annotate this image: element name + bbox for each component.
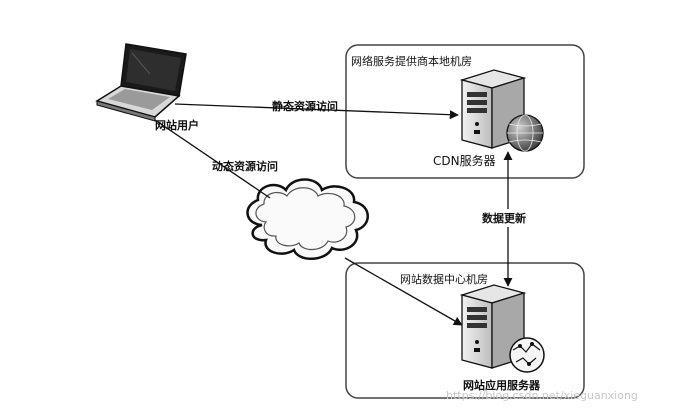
cdn-room-box — [345, 44, 585, 179]
dynamic-access-label: 动态资源访问 — [212, 160, 278, 173]
static-access-label: 静态资源访问 — [272, 100, 338, 113]
dynamic-access-arrow — [344, 257, 463, 326]
user-label: 网站用户 — [155, 119, 199, 132]
datacenter-room-box — [345, 262, 585, 399]
app-server-label: 网站应用服务器 — [463, 379, 540, 392]
dynamic-access-line-1 — [154, 119, 271, 199]
laptop-icon — [95, 43, 187, 122]
cdn-room-label: 网络服务提供商本地机房 — [351, 55, 472, 68]
cdn-server-label: CDN服务器 — [433, 154, 496, 168]
globe-icon — [506, 114, 544, 152]
datacenter-room-label: 网站数据中心机房 — [400, 273, 488, 286]
static-access-arrow — [174, 103, 459, 120]
network-globe-icon — [509, 337, 545, 373]
cloud-icon — [246, 178, 369, 260]
data-update-label: 数据更新 — [482, 209, 526, 227]
watermark: https://blog.csdn.net/xieguanxiong — [446, 389, 638, 402]
